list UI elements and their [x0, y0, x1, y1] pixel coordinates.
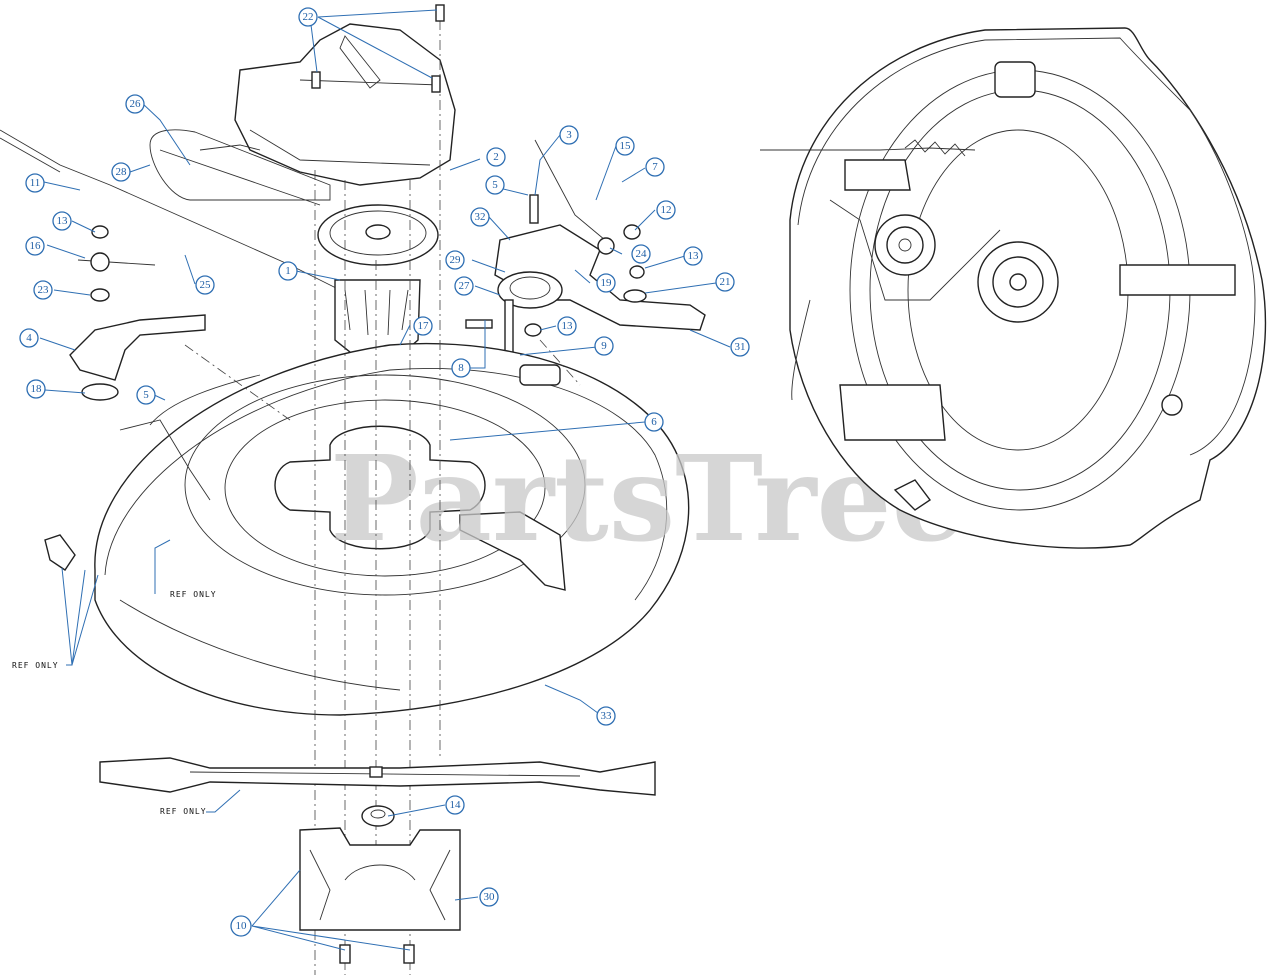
callouts: 1 2 3 4 5 5 6 7 8 9 10 11 12 13 13 13 14… [19, 7, 750, 937]
callout-10[interactable]: 10 [230, 915, 252, 937]
callout-26[interactable]: 26 [125, 94, 145, 114]
callout-30[interactable]: 30 [479, 887, 499, 907]
svg-text:32: 32 [475, 211, 486, 223]
svg-text:1: 1 [285, 265, 291, 277]
callout-5[interactable]: 5 [136, 385, 156, 405]
callout-7[interactable]: 7 [645, 157, 665, 177]
svg-text:21: 21 [720, 276, 731, 288]
svg-text:27: 27 [459, 280, 471, 292]
callout-13[interactable]: 13 [52, 211, 72, 231]
svg-text:13: 13 [562, 320, 574, 332]
callout-13[interactable]: 13 [683, 246, 703, 266]
callout-12[interactable]: 12 [656, 200, 676, 220]
mower-blade [99, 757, 656, 796]
bolt [339, 944, 351, 964]
callout-31[interactable]: 31 [730, 337, 750, 357]
callout-1[interactable]: 1 [278, 261, 298, 281]
blade-adapter [361, 805, 395, 827]
callout-9[interactable]: 9 [594, 336, 614, 356]
svg-text:19: 19 [601, 277, 613, 289]
callout-18[interactable]: 18 [26, 379, 46, 399]
callout-32[interactable]: 32 [470, 207, 490, 227]
callout-3[interactable]: 3 [559, 125, 579, 145]
svg-text:31: 31 [735, 341, 746, 353]
svg-text:17: 17 [418, 320, 430, 332]
bolt [403, 944, 415, 964]
callout-33[interactable]: 33 [596, 706, 616, 726]
ref-only-label: REF ONLY [160, 807, 207, 816]
svg-text:8: 8 [458, 362, 464, 374]
svg-text:30: 30 [484, 891, 496, 903]
svg-text:9: 9 [601, 340, 607, 352]
belt-cover [234, 23, 456, 186]
svg-text:18: 18 [31, 383, 43, 395]
svg-text:11: 11 [30, 177, 41, 189]
washer [81, 383, 119, 401]
svg-text:24: 24 [636, 248, 648, 260]
spindle-pulley [317, 204, 439, 361]
svg-text:10: 10 [236, 920, 248, 932]
leader-lines [39, 9, 731, 951]
svg-text:28: 28 [116, 166, 128, 178]
ref-only-label: REF ONLY [12, 661, 59, 670]
callout-2[interactable]: 2 [486, 147, 506, 167]
svg-text:14: 14 [450, 799, 462, 811]
callout-17[interactable]: 17 [413, 316, 433, 336]
svg-text:6: 6 [651, 416, 657, 428]
callout-27[interactable]: 27 [454, 276, 474, 296]
svg-text:5: 5 [143, 389, 149, 401]
svg-text:29: 29 [450, 254, 462, 266]
ref-only-label: REF ONLY [170, 590, 217, 599]
callout-16[interactable]: 16 [25, 236, 45, 256]
svg-text:7: 7 [652, 161, 658, 173]
bolt [504, 299, 514, 356]
svg-text:15: 15 [620, 140, 632, 152]
callout-22[interactable]: 22 [298, 7, 318, 27]
callout-6[interactable]: 6 [644, 412, 664, 432]
svg-text:5: 5 [492, 179, 498, 191]
svg-text:12: 12 [661, 204, 672, 216]
lift-bracket [69, 314, 206, 381]
svg-text:13: 13 [688, 250, 700, 262]
callout-8[interactable]: 8 [451, 358, 471, 378]
svg-text:16: 16 [30, 240, 42, 252]
callout-23[interactable]: 23 [33, 280, 53, 300]
bushing [90, 288, 110, 302]
callout-11[interactable]: 11 [25, 173, 45, 193]
svg-text:23: 23 [38, 284, 50, 296]
deck-baffle [299, 827, 461, 931]
idler-bracket [494, 139, 706, 331]
nut [91, 225, 109, 239]
callout-15[interactable]: 15 [615, 136, 635, 156]
svg-text:2: 2 [493, 151, 499, 163]
spring-clip [77, 259, 156, 266]
callout-19[interactable]: 19 [596, 273, 616, 293]
svg-text:26: 26 [130, 98, 142, 110]
deck-shell [94, 342, 690, 716]
callout-4[interactable]: 4 [19, 328, 39, 348]
callout-29[interactable]: 29 [445, 250, 465, 270]
callout-14[interactable]: 14 [445, 795, 465, 815]
callout-28[interactable]: 28 [111, 162, 131, 182]
svg-text:22: 22 [303, 11, 314, 23]
svg-text:33: 33 [601, 710, 613, 722]
callout-13[interactable]: 13 [557, 316, 577, 336]
callout-24[interactable]: 24 [631, 244, 651, 264]
svg-text:25: 25 [200, 279, 212, 291]
callout-21[interactable]: 21 [715, 272, 735, 292]
svg-text:3: 3 [566, 129, 572, 141]
svg-text:13: 13 [57, 215, 69, 227]
deck-top-view [760, 27, 1267, 549]
callout-5[interactable]: 5 [485, 175, 505, 195]
callout-25[interactable]: 25 [195, 275, 215, 295]
svg-text:4: 4 [26, 332, 32, 344]
